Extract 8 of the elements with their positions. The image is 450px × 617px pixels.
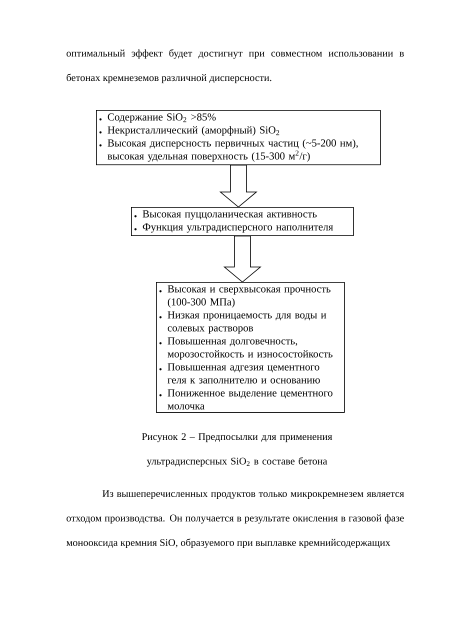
text-box: Высокая и сверхвысокая прочность (100-300 МПа) Низкая проницаемость для воды и солевых растворов Повышенная долговечность, морозостойкость и износостойкость Повышенная адгезия цементного геля к заполнителю и основанию Пониженное выделение цементного молочка (156, 282, 345, 413)
text-box: Содержание SiO$_{2}$ >85% Некристаллический (аморфный) SiO$_{2}$ Высокая дисперсность первичных частиц (~5-200 нм), высокая удельная поверхность (15-300 м$^{2}$/г) (96, 110, 381, 166)
paragraph: Из вышеперечисленных продуктов только микрокремнезем является отходом производства. Он получается в результате окисления в газовой фазе монооксида кремния SiO, образуемого при выплавке кремнийсодержащих (66, 490, 404, 548)
block-arrow (219, 164, 258, 208)
paragraph: оптимальный эффект будет достигнут при совместном использовании в бетонах кремнеземов различной дисперсности. (66, 49, 404, 84)
text-box: Высокая пуццоланическая активность Функция ультрадисперсного наполнителя (131, 207, 354, 236)
block-arrow (223, 236, 262, 283)
figure-caption: Рисунок 2 – Предпосылки для применения ультрадисперсных SiO$_{2}$ в составе бетона (142, 433, 332, 467)
